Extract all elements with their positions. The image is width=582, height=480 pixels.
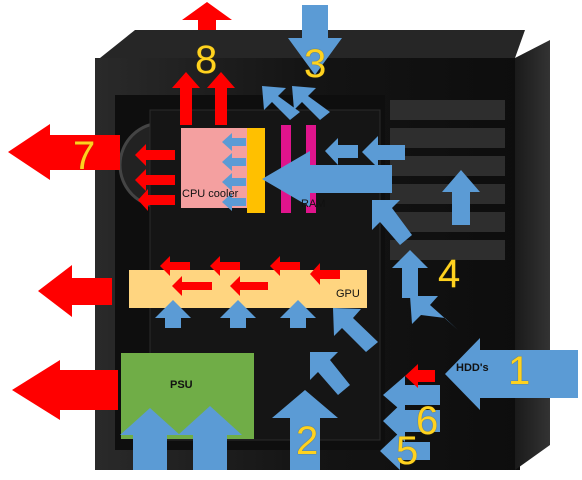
airflow-number-8: 8	[195, 38, 218, 82]
arrow-cooler-out-1	[135, 144, 175, 166]
arrow-top-exhaust	[182, 2, 232, 30]
arrow-ram-feed	[362, 136, 405, 168]
arrow-gpu-internal-6	[230, 276, 268, 296]
arrow-front-diag-3	[333, 308, 378, 352]
arrow-psu-intake-right	[178, 406, 242, 470]
arrow-top-exhaust-2	[172, 72, 200, 125]
arrow-gpu-internal-3	[270, 256, 300, 276]
arrow-front-diag-4	[310, 352, 350, 395]
airflow-number-4: 4	[438, 252, 461, 296]
airflow-number-5: 5	[396, 429, 419, 473]
arrow-ram-feed-2	[325, 138, 358, 165]
arrow-gpu-internal-1	[160, 256, 190, 276]
arrow-front-up-2	[392, 250, 428, 298]
arrow-cooler-out-3	[138, 189, 175, 211]
arrow-top-exhaust-3	[207, 72, 235, 125]
arrow-front-intake-a	[383, 400, 440, 442]
arrow-gpu-internal-4	[310, 263, 340, 285]
arrow-cpu-feed	[262, 151, 392, 207]
psu-label: PSU	[170, 379, 193, 391]
arrow-front-diag-2	[372, 200, 412, 245]
exhaust-arrows	[8, 2, 435, 420]
arrow-hdd-intake	[445, 338, 578, 410]
arrow-psu-exhaust	[12, 360, 118, 420]
hdds-label: HDD's	[456, 362, 489, 374]
arrow-rear-exhaust	[8, 124, 120, 180]
intake-arrows	[120, 5, 578, 470]
airflow-number-2: 2	[296, 419, 319, 463]
arrow-gpu-internal-2	[210, 256, 240, 276]
arrow-cooler-in-3	[222, 173, 246, 191]
arrow-front-intake-c	[380, 432, 430, 470]
arrow-gpu-exhaust	[38, 265, 112, 317]
gpu-label: GPU	[336, 288, 360, 300]
arrow-psu-intake-left	[120, 408, 180, 470]
arrow-gpu-up-3	[280, 300, 316, 328]
airflow-number-1: 1	[508, 349, 531, 393]
airflow-number-6: 6	[416, 399, 439, 443]
arrow-gpu-up-1	[155, 300, 191, 328]
arrow-front-intake-b	[383, 376, 440, 414]
arrow-ram-top-2	[292, 86, 330, 120]
arrow-front-up-1	[442, 170, 480, 225]
arrow-bottom-intake	[272, 390, 338, 470]
airflow-number-3: 3	[304, 42, 327, 86]
arrow-hdd-heat	[405, 364, 435, 388]
cpu-cooler-bracket	[247, 128, 265, 213]
arrow-front-diag-1	[410, 296, 458, 330]
airflow-number-7: 7	[73, 134, 96, 178]
arrow-cooler-in-4	[222, 193, 246, 211]
arrow-cooler-in-2	[222, 153, 246, 171]
arrow-cooler-out-2	[135, 169, 175, 191]
ram-label: RAM	[301, 198, 326, 210]
cpu-cooler-label: CPU cooler	[182, 188, 239, 200]
arrow-gpu-internal-5	[172, 276, 212, 296]
case-front-panel	[515, 40, 550, 470]
arrow-gpu-up-2	[220, 300, 256, 328]
arrow-ram-top-1	[262, 86, 300, 120]
arrow-cooler-in-1	[222, 133, 246, 151]
arrow-top-intake	[288, 5, 342, 75]
